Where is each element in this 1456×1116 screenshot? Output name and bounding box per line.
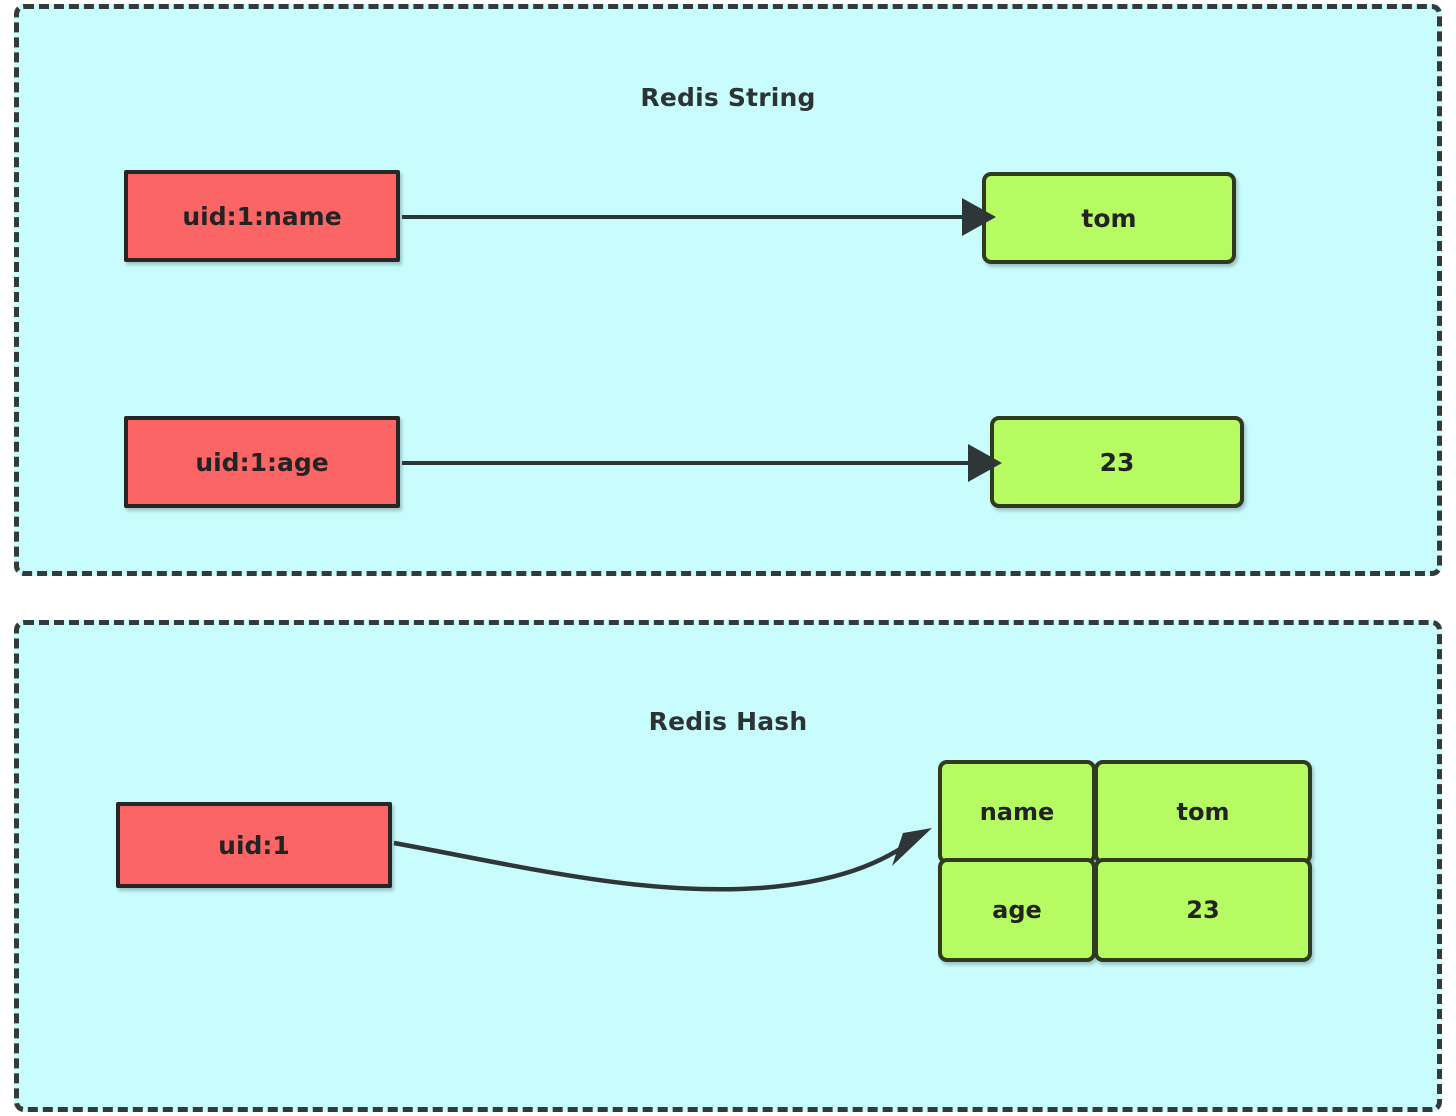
- value-node-tom[interactable]: tom: [982, 172, 1236, 264]
- hash-field-age-cell[interactable]: age: [938, 858, 1096, 962]
- key-node-uid-1-age[interactable]: uid:1:age: [124, 416, 400, 508]
- key-node-label: uid:1:name: [182, 201, 342, 231]
- hash-field-name-cell[interactable]: name: [938, 760, 1096, 864]
- value-node-label: tom: [1081, 203, 1137, 233]
- panel-title-redis-hash: Redis Hash: [648, 707, 808, 736]
- key-node-label: uid:1: [218, 830, 290, 860]
- hash-value-age-cell[interactable]: 23: [1094, 858, 1312, 962]
- value-node-23[interactable]: 23: [990, 416, 1244, 508]
- hash-value-label: tom: [1176, 798, 1230, 826]
- hash-field-label: name: [979, 798, 1055, 826]
- key-node-label: uid:1:age: [195, 447, 329, 477]
- hash-field-label: age: [992, 896, 1042, 924]
- value-node-label: 23: [1099, 447, 1135, 477]
- panel-title-redis-string: Redis String: [640, 83, 816, 112]
- key-node-uid-1-name[interactable]: uid:1:name: [124, 170, 400, 262]
- hash-value-label: 23: [1186, 896, 1220, 924]
- hash-value-name-cell[interactable]: tom: [1094, 760, 1312, 864]
- key-node-uid-1[interactable]: uid:1: [116, 802, 392, 888]
